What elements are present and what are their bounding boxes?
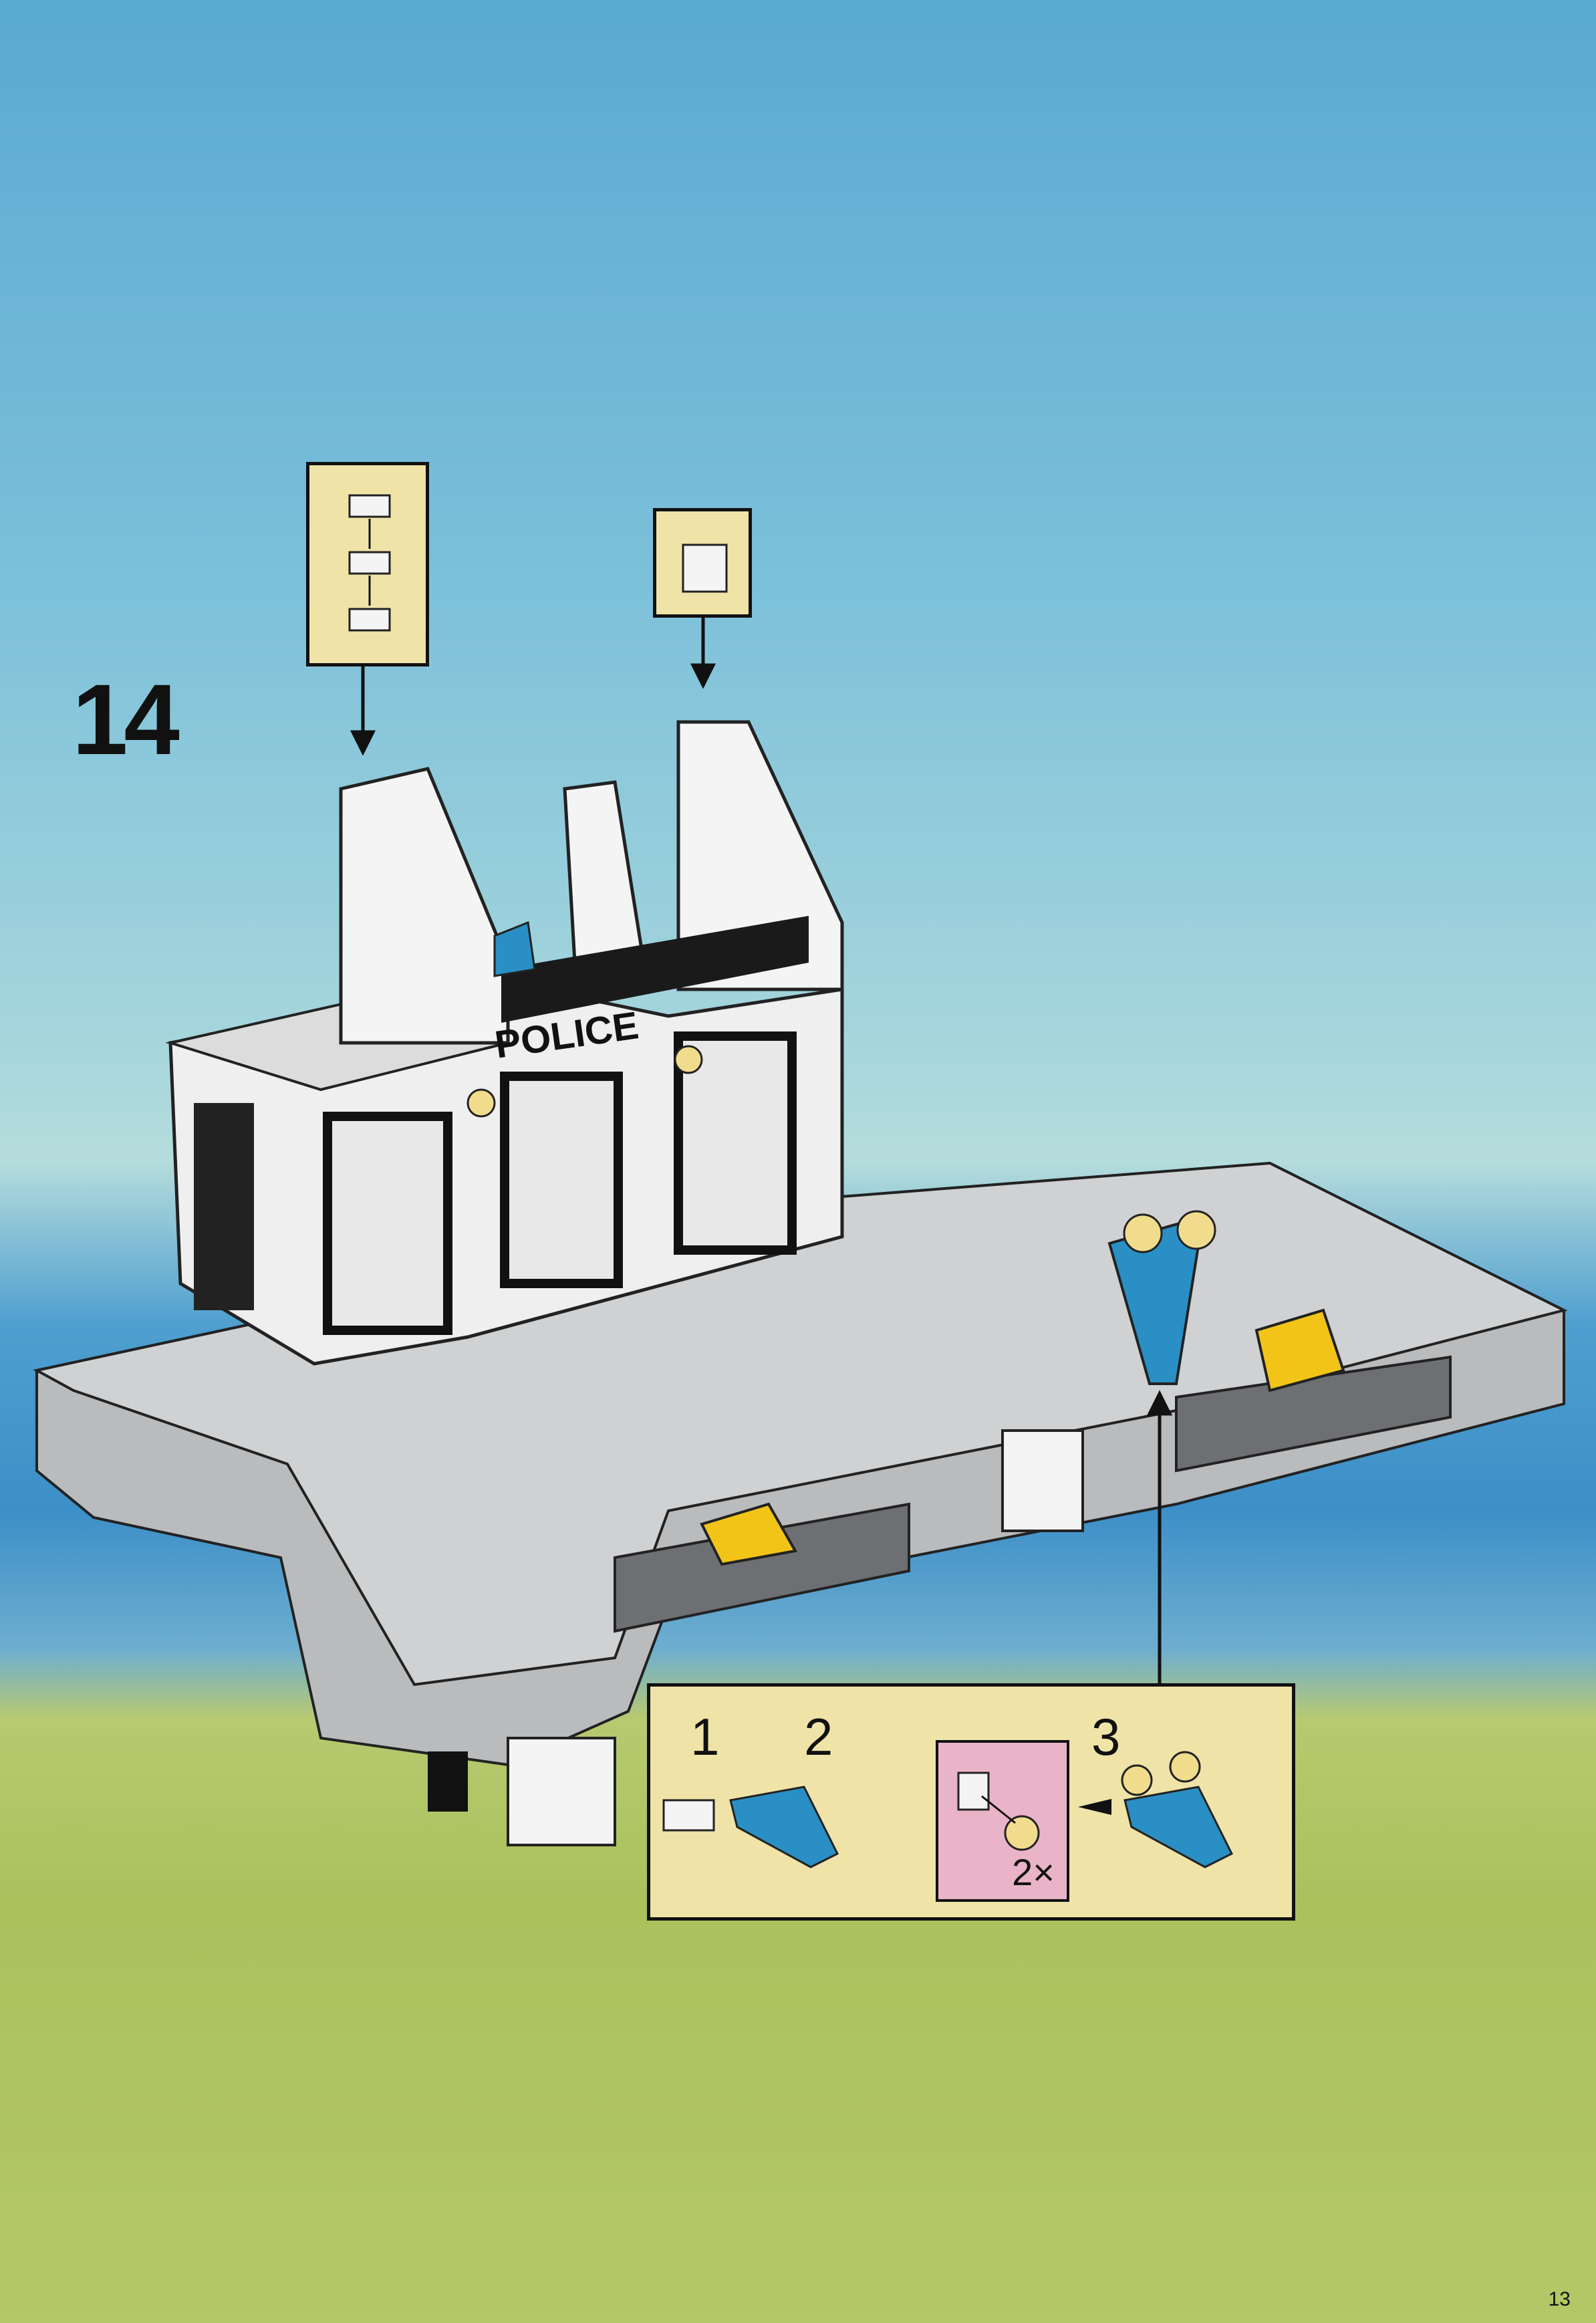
sub-step-2: 2 bbox=[804, 1707, 833, 1766]
callout-brick bbox=[653, 508, 752, 618]
pink-sub-box: 2× bbox=[936, 1740, 1069, 1902]
hinge-plate-part bbox=[662, 1799, 715, 1832]
blue-wedge-part bbox=[1107, 1215, 1205, 1385]
step-number: 14 bbox=[72, 663, 180, 775]
sub-step-3: 3 bbox=[1091, 1707, 1121, 1766]
sub-step-1: 1 bbox=[690, 1707, 720, 1766]
sub-assembly-callout: 1 2 3 2× bbox=[647, 1683, 1295, 1921]
barrier-sign bbox=[700, 1502, 798, 1566]
blue-wedge-part bbox=[729, 1786, 839, 1868]
quantity-label: 2× bbox=[1012, 1851, 1055, 1893]
page-number: 13 bbox=[1548, 2288, 1571, 2310]
blue-wedge-assembled-part bbox=[1123, 1786, 1234, 1868]
police-building bbox=[165, 720, 844, 1366]
barrier-sign bbox=[1254, 1308, 1345, 1392]
placement-arrows bbox=[350, 618, 1173, 1683]
callout-hinge-parts bbox=[306, 462, 429, 666]
